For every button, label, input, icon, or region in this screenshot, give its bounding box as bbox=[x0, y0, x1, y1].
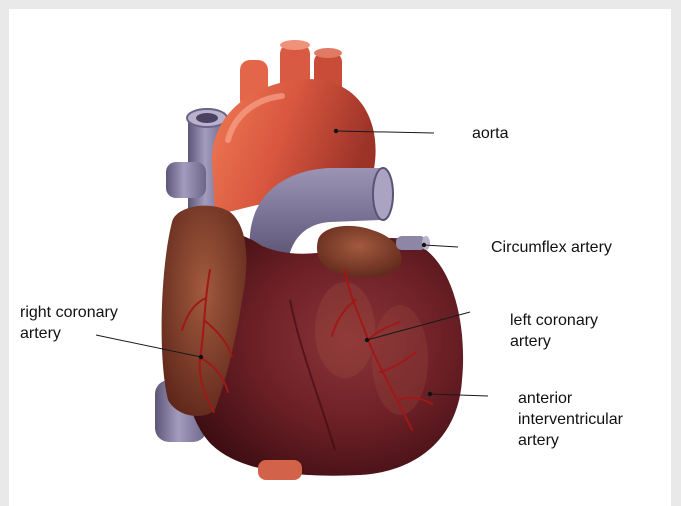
label-right-coronary-artery: right coronary artery bbox=[20, 302, 118, 344]
label-left-coronary-artery: left coronary artery bbox=[510, 310, 598, 352]
label-circumflex-artery: Circumflex artery bbox=[491, 237, 612, 258]
apex-vessel-stub bbox=[258, 460, 302, 480]
label-aorta: aorta bbox=[472, 123, 508, 144]
label-anterior-interventricular-artery: anterior interventricular artery bbox=[518, 388, 623, 451]
